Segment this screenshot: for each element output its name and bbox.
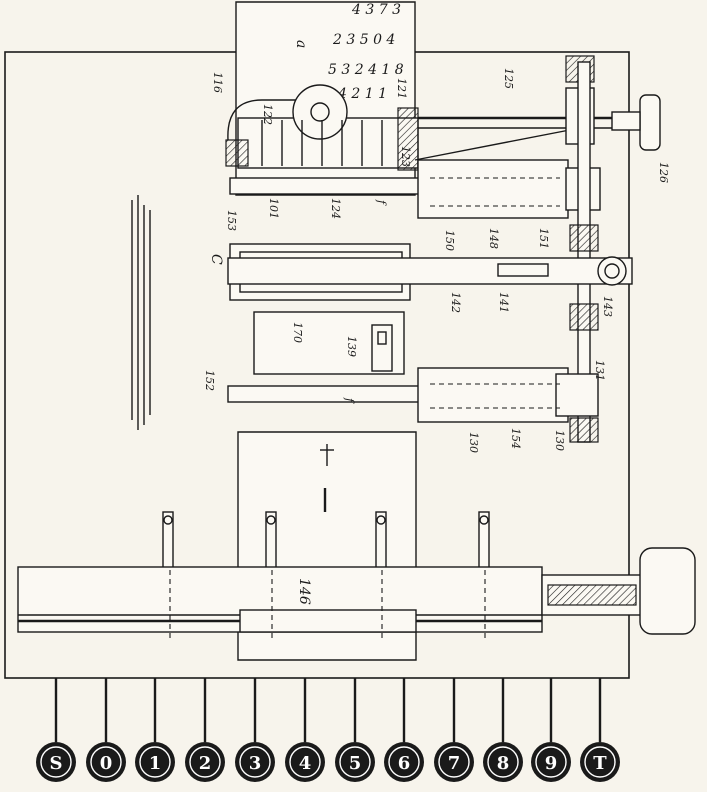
ref-153: 153 — [225, 210, 238, 231]
upper-slide-bar — [229, 159, 601, 219]
key-7[interactable]: 7 — [434, 742, 474, 782]
side-spring — [131, 195, 151, 430]
ref-121: 121 — [395, 78, 408, 99]
ref-126: 126 — [657, 162, 670, 183]
key-label: 8 — [497, 753, 510, 774]
key-0[interactable]: 0 — [86, 742, 126, 782]
ref-141: 141 — [497, 292, 510, 313]
key-3[interactable]: 3 — [235, 742, 275, 782]
ref-131: 131 — [593, 360, 606, 381]
ref-142: 142 — [449, 292, 462, 313]
ref-146: 146 — [296, 578, 312, 605]
keyboard: S 0 1 2 3 4 5 6 7 8 9 T — [36, 742, 620, 782]
ref-101-top: 101 — [267, 198, 280, 219]
digit-row-1: 4 3 7 3 — [351, 2, 401, 18]
key-4[interactable]: 4 — [285, 742, 325, 782]
key-label: T — [593, 753, 607, 774]
driving-shaft — [414, 55, 661, 161]
ref-116: 116 — [211, 72, 224, 93]
letter-c: C — [208, 254, 224, 265]
print-wheel-assembly — [225, 84, 419, 171]
key-label: 4 — [299, 753, 312, 774]
ref-148: 148 — [487, 228, 500, 249]
letter-f-upper: f — [375, 199, 388, 206]
ref-143: 143 — [601, 296, 614, 317]
key-label: 3 — [249, 753, 262, 774]
block-170 — [253, 311, 405, 375]
key-9[interactable]: 9 — [531, 742, 571, 782]
key-label: 1 — [149, 753, 162, 774]
key-label: 6 — [398, 753, 411, 774]
ref-170: 170 — [291, 322, 304, 343]
ref-150-a: 150 — [443, 230, 456, 251]
key-label: 2 — [199, 753, 212, 774]
key-stems — [54, 678, 602, 742]
key-label: 5 — [349, 753, 362, 774]
ref-139: 139 — [345, 336, 358, 357]
key-t[interactable]: T — [580, 742, 620, 782]
key-label: 7 — [448, 753, 461, 774]
digit-row-2: 2 3 5 0 4 — [332, 32, 395, 48]
key-bar — [17, 547, 696, 640]
sheet-label: a — [293, 40, 309, 48]
cross-shaft — [569, 61, 599, 443]
ref-154: 154 — [509, 428, 522, 449]
ref-124: 124 — [329, 198, 342, 219]
lower-slide-bar — [227, 367, 599, 423]
ref-130-b: 130 — [553, 430, 566, 451]
reference-labels: 116 121 122 123 124 125 126 101 153 f 15… — [203, 68, 670, 605]
ref-130-a: 130 — [467, 432, 480, 453]
key-label: 9 — [545, 753, 558, 774]
ref-122: 122 — [261, 104, 274, 125]
key-6[interactable]: 6 — [384, 742, 424, 782]
key-1[interactable]: 1 — [135, 742, 175, 782]
printed-digits: 4 3 7 3 2 3 5 0 4 5 3 2 4 1 8 4 2 1 1 — [328, 2, 404, 102]
key-s[interactable]: S — [36, 742, 76, 782]
ref-123: 123 — [399, 146, 412, 167]
bar-knob — [639, 547, 696, 635]
key-2[interactable]: 2 — [185, 742, 225, 782]
ref-125: 125 — [502, 68, 515, 89]
key-label: 0 — [100, 753, 113, 774]
slotted-lever — [227, 256, 633, 286]
digit-row-3: 5 3 2 4 1 8 — [328, 62, 404, 78]
key-5[interactable]: 5 — [335, 742, 375, 782]
key-8[interactable]: 8 — [483, 742, 523, 782]
key-label: S — [50, 753, 63, 774]
digit-row-4: 4 2 1 1 — [337, 86, 387, 102]
crank-knob — [639, 94, 661, 151]
ref-152: 152 — [203, 370, 216, 391]
ref-151-a: 151 — [537, 228, 550, 249]
letter-f-lower: f — [343, 397, 356, 404]
